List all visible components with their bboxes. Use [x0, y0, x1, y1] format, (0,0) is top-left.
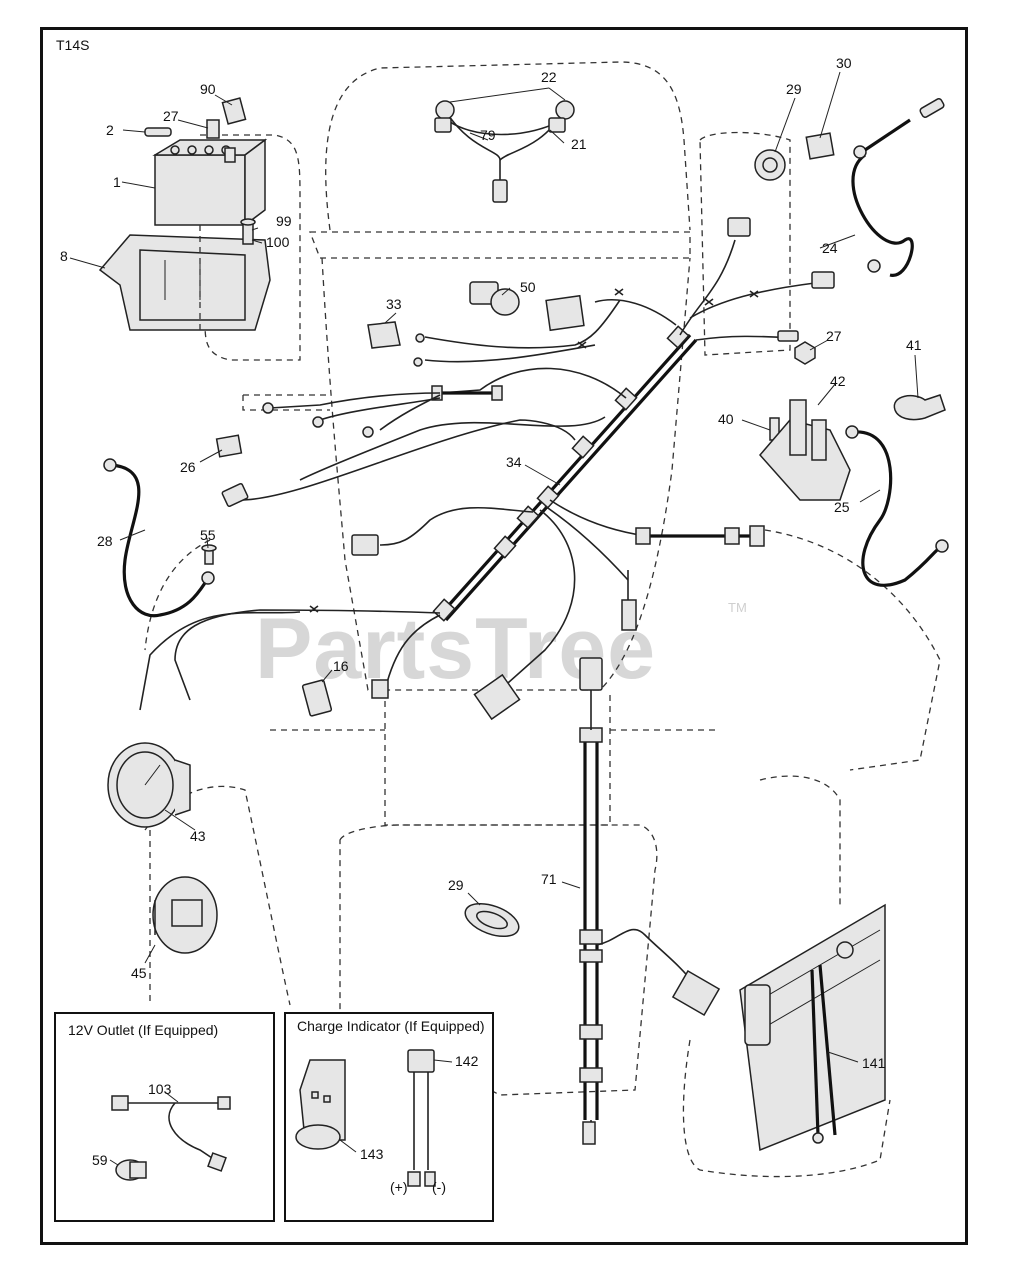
callout-41: 40 [718, 411, 734, 427]
callout-55: 55 [200, 527, 216, 543]
boot-42 [893, 394, 946, 421]
relay-26 [215, 434, 243, 458]
harness-connectors [221, 217, 835, 721]
cable-24 [851, 98, 945, 277]
callout-34: 33 [386, 296, 402, 312]
callout-141: 141 [862, 1055, 886, 1071]
callout-99: 99 [276, 213, 292, 229]
callout-30: 29 [786, 81, 802, 97]
callout-29: 29 [448, 877, 464, 893]
callout-42: 41 [906, 337, 922, 353]
inset-charge-title: Charge Indicator (If Equipped) [297, 1018, 485, 1034]
neg-mark: (-) [432, 1179, 446, 1195]
bolt-99 [240, 218, 256, 245]
switch-34 [367, 321, 401, 349]
model-code: T14S [56, 37, 89, 53]
diagram-frame [40, 27, 968, 1245]
hour-meter-46 [152, 876, 218, 954]
callout-90: 90 [200, 81, 216, 97]
headlights [434, 100, 575, 203]
pos-mark: (+) [390, 1179, 408, 1195]
callout-79: 79 [480, 127, 496, 143]
callout-8: 8 [60, 248, 68, 264]
cable-28 [103, 458, 215, 618]
inset-charge: Charge Indicator (If Equipped) (+) (-) [284, 1012, 494, 1222]
callout-labels: 2 1 8 27 90 99 100 22 21 79 29 30 24 50 … [60, 55, 922, 1168]
callout-40: 34 [506, 454, 522, 470]
battery [144, 97, 268, 227]
callout-22: 22 [541, 69, 557, 85]
callout-103: 103 [148, 1081, 172, 1097]
solenoid-43 [759, 399, 851, 501]
callout-100: 100 [266, 234, 290, 250]
callout-45: 43 [190, 828, 206, 844]
chassis-outline [144, 61, 941, 1178]
callout-142: 142 [455, 1053, 479, 1069]
nut-27 [794, 341, 816, 365]
switch-16 [301, 679, 333, 717]
harness-71 [579, 657, 721, 1145]
callout-27: 27 [826, 328, 842, 344]
linkage-141 [739, 903, 886, 1152]
cable-25 [845, 425, 949, 587]
callout-43: 42 [830, 373, 846, 389]
callout-26: 26 [180, 459, 196, 475]
grommet-29 [464, 902, 520, 938]
callout-50: 50 [520, 279, 536, 295]
battery-tray [98, 225, 271, 331]
callout-25: 25 [834, 499, 850, 515]
leader-lines [69, 71, 919, 1166]
watermark-tm: TM [728, 600, 747, 615]
callout-46: 45 [131, 965, 147, 981]
key-50 [469, 281, 520, 316]
callout-143: 143 [360, 1146, 384, 1162]
callout-2: 2 [106, 122, 114, 138]
relay-33 [805, 132, 835, 160]
callout-1: 1 [113, 174, 121, 190]
callout-71: 71 [541, 871, 557, 887]
callout-21: 21 [571, 136, 587, 152]
callout-24: 24 [822, 240, 838, 256]
callout-28: 28 [97, 533, 113, 549]
callout-33: 30 [836, 55, 852, 71]
screw-55 [201, 544, 217, 565]
callout-27-battery: 27 [163, 108, 179, 124]
ammeter-45 [107, 742, 191, 828]
callout-59: 59 [92, 1152, 108, 1168]
callout-16: 16 [333, 658, 349, 674]
main-harness [139, 239, 816, 711]
inset-outlet: 12V Outlet (If Equipped) [54, 1012, 275, 1222]
ignition-switch [754, 149, 786, 181]
inset-outlet-title: 12V Outlet (If Equipped) [68, 1022, 218, 1038]
